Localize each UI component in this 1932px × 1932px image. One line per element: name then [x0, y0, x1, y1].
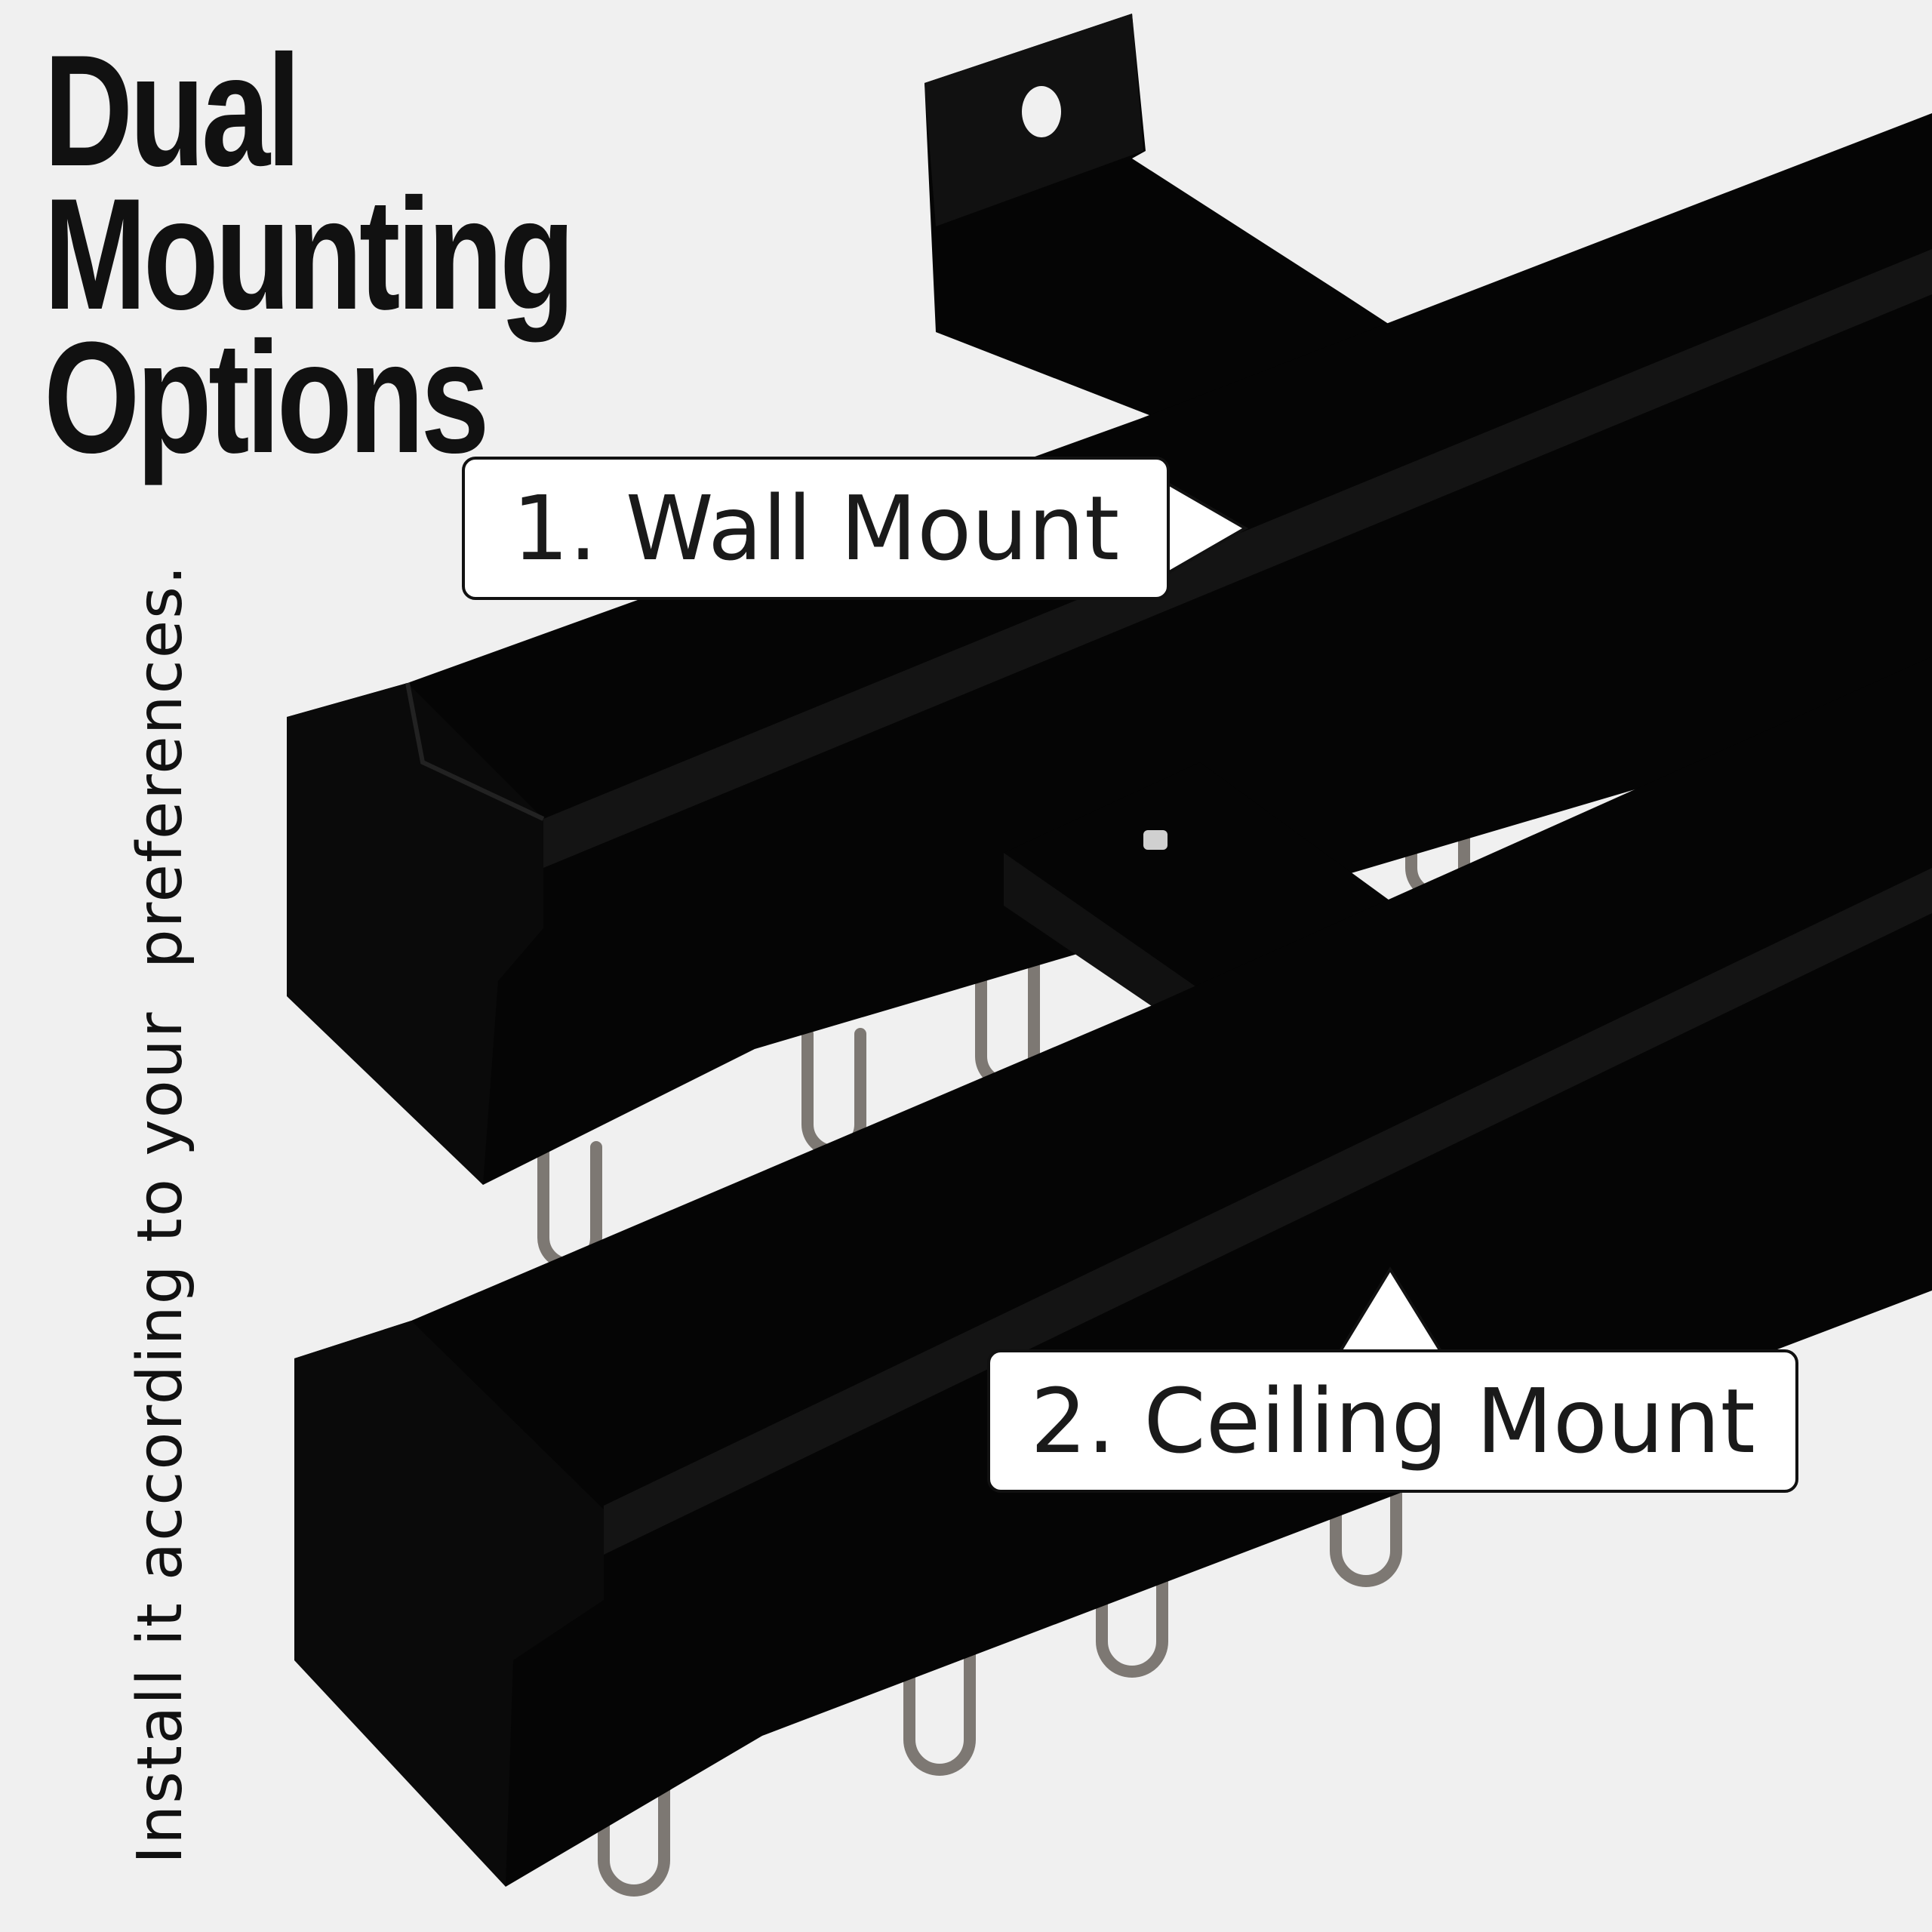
wall-callout-pointer [1165, 480, 1249, 577]
wall-mount-label: 1. Wall Mount [512, 476, 1120, 580]
page-title: Dual Mounting Options [44, 22, 738, 486]
ceiling-mount-callout: 2. Ceiling Mount [987, 1349, 1798, 1493]
ceiling-mount-label: 2. Ceiling Mount [1030, 1369, 1755, 1473]
title-line-2: Options [44, 309, 490, 486]
upper-track [287, 113, 1932, 1185]
ceiling-callout-pointer [1337, 1266, 1444, 1354]
lower-track [294, 657, 1932, 1887]
wall-mount-callout: 1. Wall Mount [462, 457, 1170, 600]
title-line-1: Dual Mounting [44, 22, 575, 343]
